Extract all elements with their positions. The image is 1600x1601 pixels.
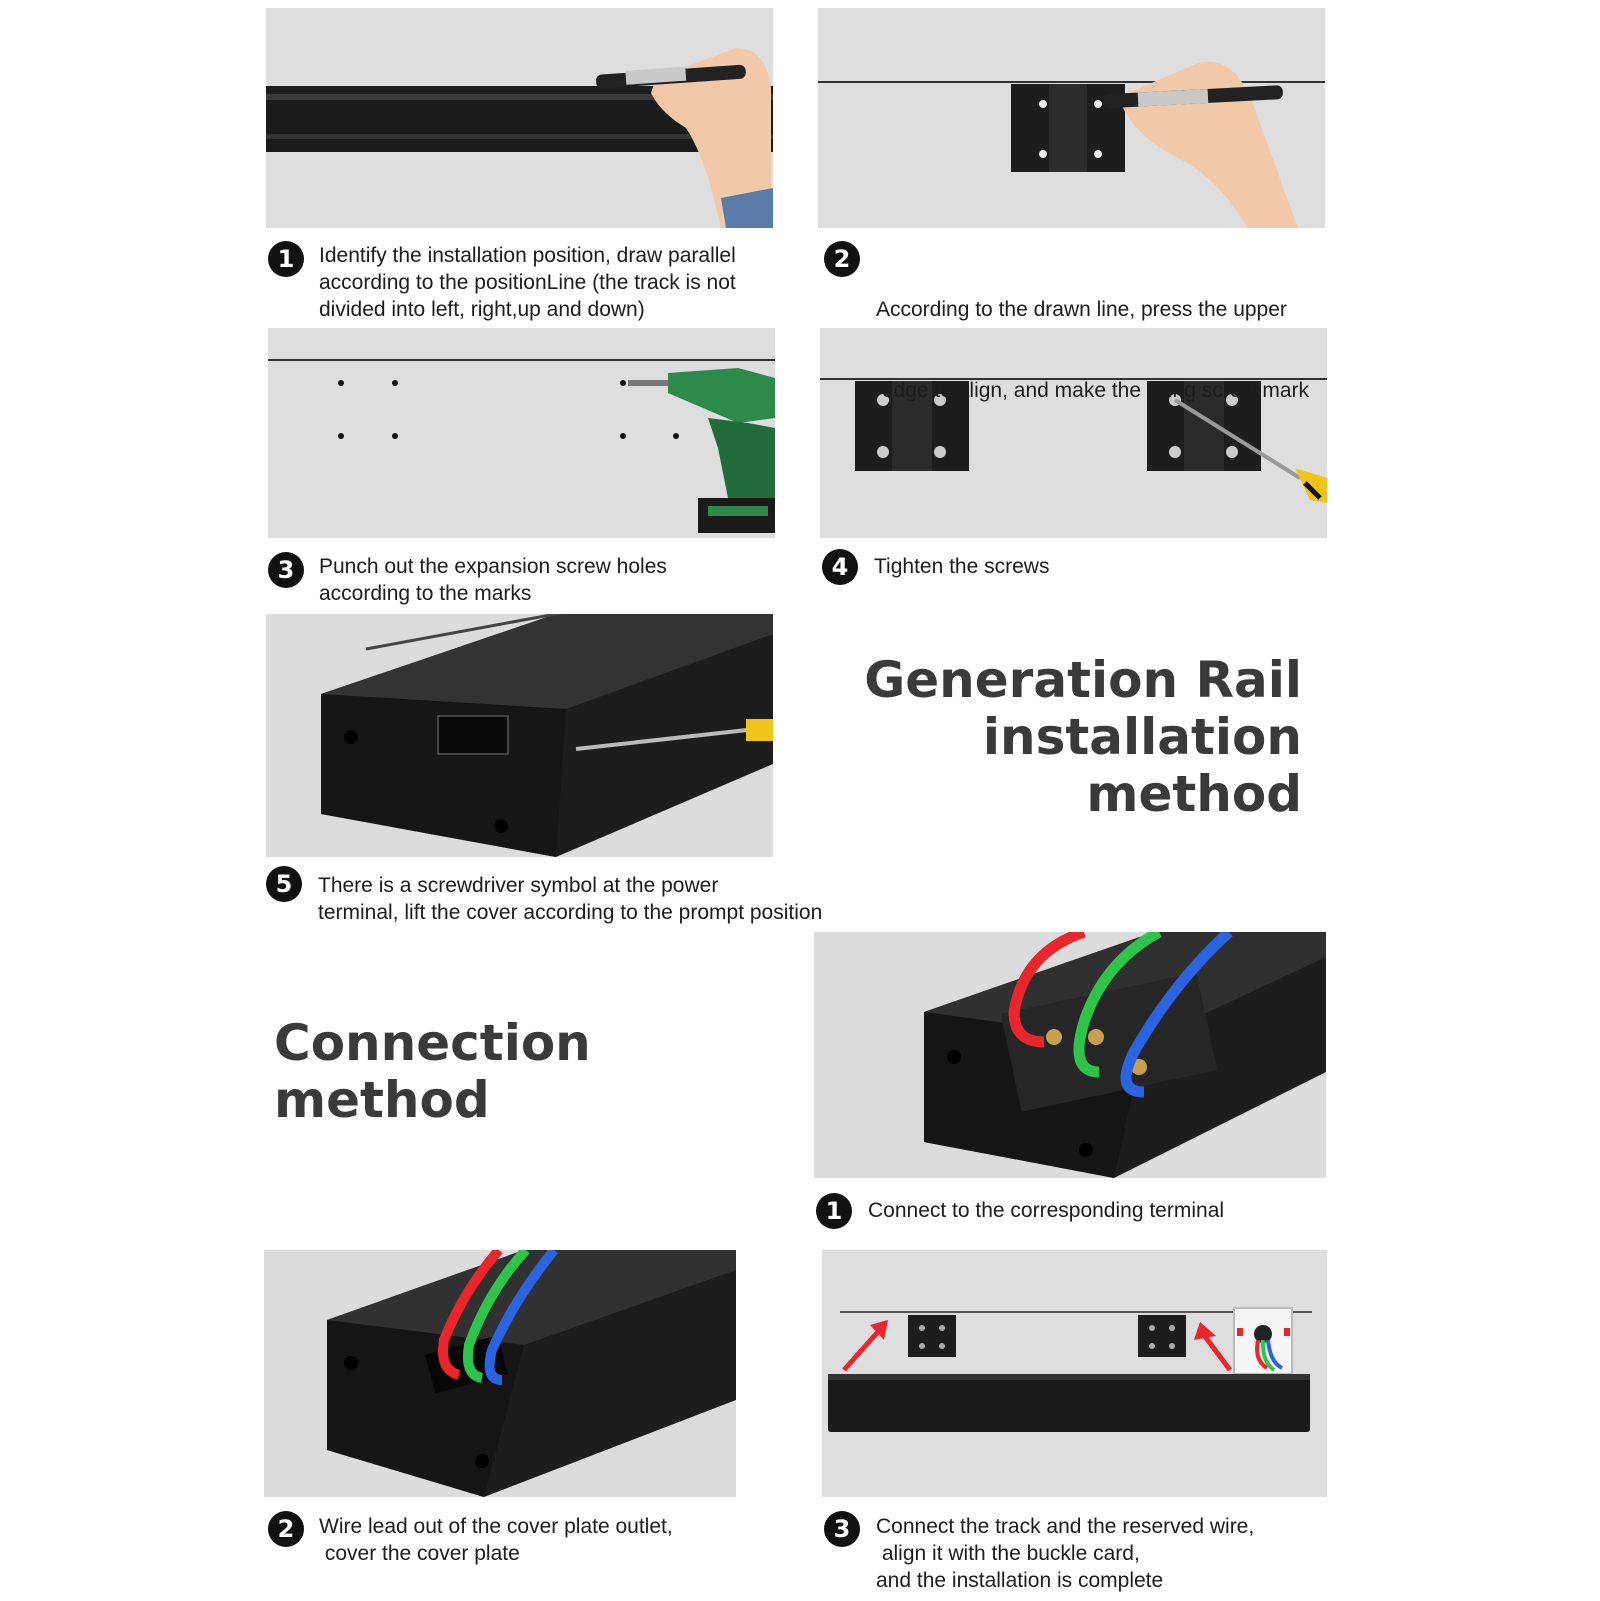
step3-photo [268,328,775,538]
caption-line: Connect the track and the reserved wire, [876,1515,1255,1538]
caption-line: cover the cover plate [319,1542,520,1565]
connect2-number-badge: 2 [268,1511,304,1547]
step1-illustration [266,8,773,228]
connect1-photo [814,932,1326,1178]
title-line: Generation Rail [864,651,1302,709]
caption-line: There is a screwdriver symbol at the pow… [318,874,719,897]
installation-method-title: Generation Rail installation method [864,652,1302,823]
caption-line: according to the marks [319,582,532,605]
caption-line: According to the drawn line, press the u… [876,298,1287,321]
caption-line: and the installation is complete [876,1569,1164,1592]
caption-line: Punch out the expansion screw holes [319,555,667,578]
step5-number-badge: 5 [266,866,302,902]
connect1-number-badge: 1 [816,1193,852,1229]
step5-caption: There is a screwdriver symbol at the pow… [318,872,822,926]
step4-caption: Tighten the screws [874,553,1049,580]
step1-number-badge: 1 [268,241,304,277]
title-line: method [274,1071,490,1129]
caption-line: according to the positionLine (the track… [319,271,736,294]
step5-illustration [266,614,773,857]
connect2-photo [264,1250,736,1497]
step4-illustration [820,328,1327,538]
connect3-caption: Connect the track and the reserved wire,… [876,1513,1254,1594]
caption-line: Tighten the screws [874,555,1050,578]
caption-line: align it with the buckle card, [876,1542,1140,1565]
step2-photo [818,8,1325,228]
step3-illustration [268,328,775,538]
step5-photo [266,614,773,857]
connect2-illustration [264,1250,736,1497]
caption-line: Wire lead out of the cover plate outlet, [319,1515,673,1538]
title-line: method [1086,765,1302,823]
step2-illustration [818,8,1325,228]
connect1-caption: Connect to the corresponding terminal [868,1197,1224,1224]
connect3-number-badge: 3 [824,1511,860,1547]
step2-caption: According to the drawn line, press the u… [876,242,1309,431]
title-line: installation [982,708,1302,766]
caption-line: terminal, lift the cover according to th… [318,901,823,924]
connect3-illustration [822,1250,1327,1497]
caption-line: edge to align, and make the fixing screw… [876,379,1310,402]
connect2-caption: Wire lead out of the cover plate outlet,… [319,1513,673,1567]
caption-line: divided into left, right,up and down) [319,298,645,321]
caption-line: Identify the installation position, draw… [319,244,736,267]
title-line: Connection [274,1014,591,1072]
step3-number-badge: 3 [268,552,304,588]
connect1-illustration [814,932,1326,1178]
step4-photo [820,328,1327,538]
step4-number-badge: 4 [822,549,858,585]
step1-caption: Identify the installation position, draw… [319,242,736,323]
connection-method-title: Connection method [274,1015,591,1129]
connect3-photo [822,1250,1327,1497]
step3-caption: Punch out the expansion screw holes acco… [319,553,667,607]
step2-number-badge: 2 [824,241,860,277]
step1-photo [266,8,773,228]
caption-line: Connect to the corresponding terminal [868,1199,1225,1222]
